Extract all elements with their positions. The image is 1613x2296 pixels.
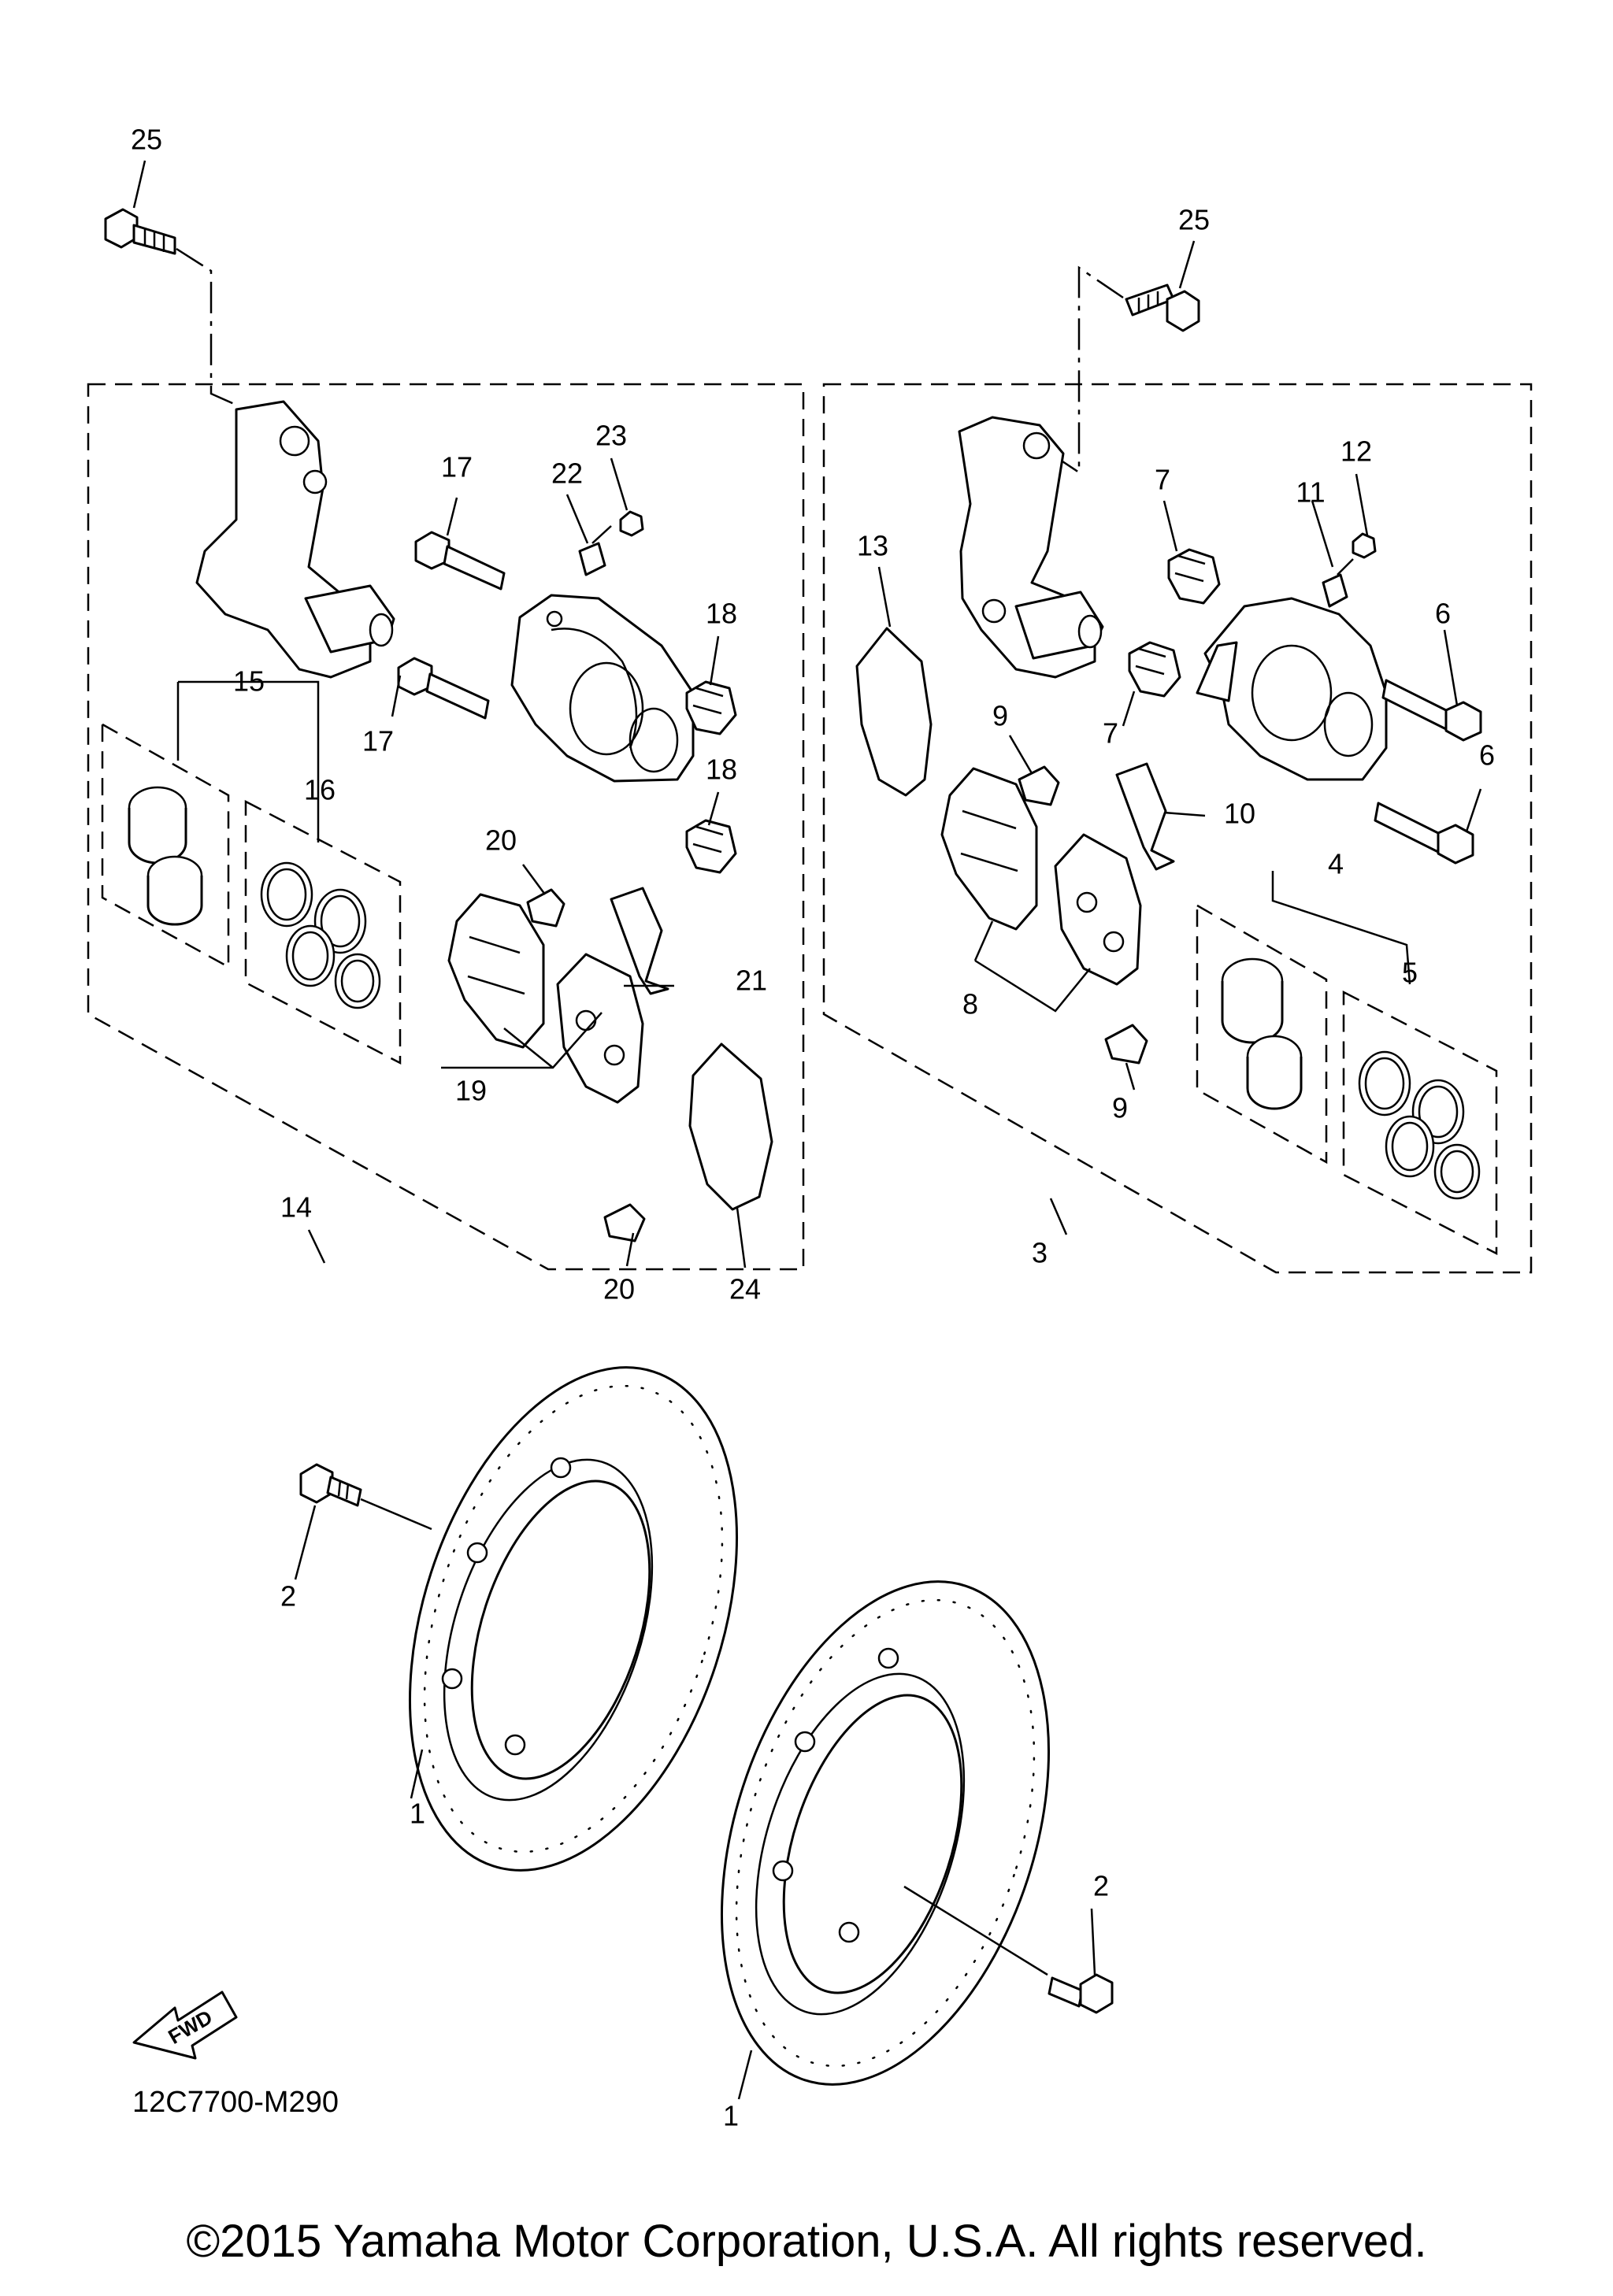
- right-seal-kit-box: [1342, 990, 1498, 1256]
- callout-1-right: 1: [723, 2100, 739, 2132]
- right-bolt-alignment-line: [1055, 265, 1124, 475]
- callout-4: 4: [1328, 848, 1344, 880]
- left-disc-bolt-line: [360, 1498, 432, 1531]
- callout-8: 8: [962, 988, 978, 1020]
- right-slide-pin-upper: [1381, 679, 1482, 742]
- left-pin-boot-lower: [685, 819, 737, 874]
- left-piston-kit-box: [101, 722, 230, 969]
- right-bleed-cap: [1352, 532, 1377, 559]
- left-pistons: [128, 786, 203, 926]
- callout-11: 11: [1296, 476, 1325, 509]
- callout-18-upper: 18: [706, 598, 737, 630]
- forward-arrow-icon: FWD: [132, 1990, 238, 2060]
- left-pad-clip-lower: [603, 1203, 646, 1242]
- callout-17-upper: 17: [441, 451, 473, 483]
- right-brake-pad-rear: [1054, 833, 1142, 986]
- callout-10: 10: [1224, 798, 1255, 830]
- left-brake-pad-front: [447, 893, 545, 1049]
- diagram-code: 12C7700-M290: [132, 2086, 339, 2119]
- left-slide-pin-upper: [414, 531, 506, 591]
- callout-20-upper: 20: [485, 824, 517, 857]
- left-pad-clip-upper: [526, 888, 565, 928]
- callout-20-lower: 20: [603, 1273, 635, 1305]
- left-caliper-bracket: [195, 400, 395, 679]
- right-pin-boot-upper: [1167, 548, 1221, 605]
- left-seal-kit-box: [244, 799, 402, 1065]
- right-caliper-mount-bolt: [1125, 283, 1200, 332]
- left-assembly-boundary: [87, 383, 805, 1271]
- left-pad-shim: [688, 1042, 773, 1211]
- callout-3: 3: [1032, 1237, 1048, 1269]
- callout-19: 19: [455, 1075, 487, 1107]
- callout-23: 23: [595, 420, 627, 452]
- left-caliper-mount-bolt: [104, 208, 176, 255]
- right-disc-bolt: [1048, 1973, 1114, 2014]
- callout-9-lower: 9: [1112, 1092, 1128, 1124]
- callout-7-upper: 7: [1155, 464, 1170, 496]
- callout-5: 5: [1402, 957, 1418, 989]
- callout-16: 16: [304, 774, 336, 806]
- left-bleed-cap: [619, 510, 644, 537]
- right-caliper-assembly: [822, 265, 1533, 1274]
- left-brake-pad-rear: [556, 953, 644, 1104]
- leader-lines: [132, 160, 1482, 2100]
- callout-labels: 25 25 23 22 17 17 18 18 15 16 20 21 19 1…: [131, 124, 1495, 2132]
- callout-6-upper: 6: [1435, 598, 1451, 630]
- right-slide-pin-lower: [1374, 802, 1474, 865]
- right-pin-boot-lower: [1128, 641, 1181, 698]
- left-slide-pin-lower: [397, 657, 490, 720]
- callout-13: 13: [857, 530, 888, 562]
- left-pin-boot-upper: [685, 680, 737, 735]
- callout-2-right: 2: [1093, 1870, 1109, 1902]
- left-disc-bolt: [299, 1463, 362, 1507]
- right-pad-spring: [1115, 762, 1175, 871]
- right-pad-clip-lower: [1104, 1024, 1148, 1065]
- callout-17-lower: 17: [362, 725, 394, 757]
- right-disc-bolt-line: [903, 1885, 1048, 1976]
- callout-15: 15: [233, 665, 265, 698]
- right-brake-disc: [721, 1580, 1050, 2086]
- copyright-notice: ©2015 Yamaha Motor Corporation, U.S.A. A…: [186, 2216, 1426, 2267]
- callout-6-lower: 6: [1479, 739, 1495, 772]
- right-brake-pad-front: [940, 767, 1038, 931]
- left-bleed-screw: [578, 525, 612, 576]
- callout-9-upper: 9: [992, 700, 1008, 732]
- callout-25-right: 25: [1178, 204, 1210, 236]
- left-caliper-body: [510, 594, 695, 783]
- callout-14: 14: [280, 1191, 312, 1224]
- callout-1-left: 1: [410, 1798, 425, 1830]
- right-bleed-screw: [1322, 558, 1354, 608]
- callout-21: 21: [736, 965, 767, 997]
- left-seals: [260, 861, 381, 1009]
- right-pad-shim: [855, 627, 933, 797]
- right-seals: [1358, 1050, 1481, 1200]
- callout-7-lower: 7: [1103, 717, 1118, 750]
- right-assembly-boundary: [822, 383, 1533, 1274]
- left-caliper-assembly: [87, 208, 805, 1271]
- right-piston-kit-box: [1196, 903, 1328, 1165]
- callout-2-left: 2: [280, 1580, 296, 1613]
- callout-25-left: 25: [131, 124, 162, 156]
- left-brake-disc: [409, 1366, 738, 1872]
- right-caliper-body: [1196, 597, 1388, 781]
- right-pad-clip-upper: [1018, 765, 1060, 806]
- callout-18-lower: 18: [706, 754, 737, 786]
- callout-22: 22: [551, 457, 583, 490]
- callout-12: 12: [1340, 435, 1372, 468]
- right-pistons: [1221, 957, 1303, 1110]
- right-caliper-bracket: [958, 416, 1104, 679]
- left-bolt-alignment-line: [176, 247, 240, 408]
- callout-24: 24: [729, 1273, 761, 1305]
